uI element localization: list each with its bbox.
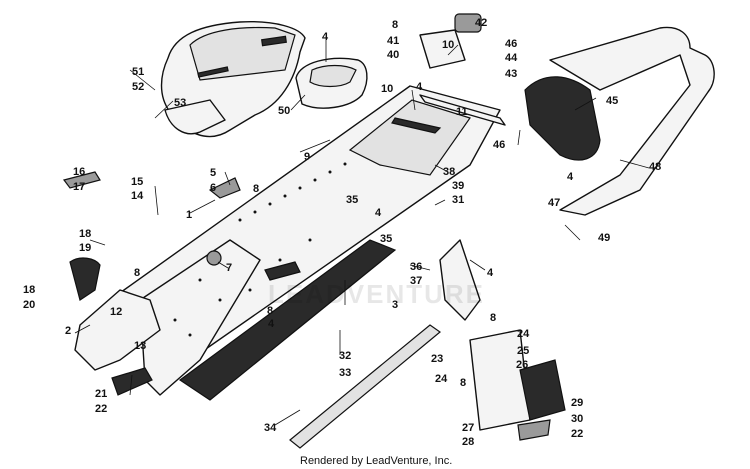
- callout-4: 4: [487, 267, 494, 279]
- callout-3: 3: [392, 299, 398, 311]
- callout-10: 10: [442, 39, 454, 51]
- callout-8: 8: [253, 183, 259, 195]
- callout-18: 18: [23, 284, 35, 296]
- callout-49: 49: [598, 232, 610, 244]
- bracket-42: [454, 13, 482, 33]
- seat-badge: [261, 35, 287, 47]
- callout-4: 4: [322, 31, 329, 43]
- tunnel-top-plate: [348, 99, 471, 176]
- callout-22: 22: [571, 428, 583, 440]
- rear-bumper: [549, 26, 715, 216]
- callout-23: 23: [431, 353, 443, 365]
- right-rail: [419, 94, 506, 126]
- callout-41: 41: [387, 35, 399, 47]
- callout-5: 5: [210, 167, 216, 179]
- rear-flap: [524, 76, 601, 161]
- callout-26: 26: [516, 359, 528, 371]
- callout-31: 31: [452, 194, 464, 206]
- callout-17: 17: [73, 181, 85, 193]
- callout-42: 42: [475, 17, 487, 29]
- callout-35: 35: [346, 194, 358, 206]
- callout-21: 21: [95, 388, 107, 400]
- callout-7: 7: [226, 262, 232, 274]
- callout-18: 18: [79, 228, 91, 240]
- exploded-view-drawing: [62, 13, 715, 449]
- callout-1: 1: [186, 209, 192, 221]
- callout-8: 8: [134, 267, 140, 279]
- front-bracket-2: [74, 289, 161, 371]
- callout-15: 15: [131, 176, 143, 188]
- callout-4: 4: [268, 318, 275, 330]
- callout-30: 30: [571, 413, 583, 425]
- callout-22: 22: [95, 403, 107, 415]
- callout-20: 20: [23, 299, 35, 311]
- seat-side-panel: [164, 99, 226, 135]
- plate-29: [519, 359, 566, 421]
- callout-35: 35: [380, 233, 392, 245]
- callout-43: 43: [505, 68, 517, 80]
- callout-8: 8: [490, 312, 496, 324]
- callout-24: 24: [517, 328, 530, 340]
- callout-13: 13: [134, 340, 146, 352]
- bracket-37: [439, 239, 481, 321]
- callout-12: 12: [110, 306, 122, 318]
- callout-4: 4: [416, 81, 423, 93]
- part-6: [208, 177, 241, 199]
- callout-46: 46: [493, 139, 505, 151]
- plate-30: [517, 419, 551, 441]
- callout-4: 4: [567, 171, 574, 183]
- callout-39: 39: [452, 180, 464, 192]
- callout-52: 52: [132, 81, 144, 93]
- callout-8: 8: [267, 305, 273, 317]
- callout-10: 10: [381, 83, 393, 95]
- part-19: [69, 257, 101, 301]
- part-16: [62, 171, 101, 189]
- callout-45: 45: [606, 95, 618, 107]
- callout-47: 47: [548, 197, 560, 209]
- callout-14: 14: [131, 190, 144, 202]
- callout-44: 44: [505, 52, 518, 64]
- callout-32: 32: [339, 350, 351, 362]
- part-7: [206, 250, 222, 266]
- callout-4: 4: [375, 207, 382, 219]
- callout-16: 16: [73, 166, 85, 178]
- callout-29: 29: [571, 397, 583, 409]
- callout-8: 8: [392, 19, 398, 31]
- callout-40: 40: [387, 49, 399, 61]
- callout-51: 51: [132, 66, 144, 78]
- callout-37: 37: [410, 275, 422, 287]
- callout-8: 8: [460, 377, 466, 389]
- callout-28: 28: [462, 436, 474, 448]
- heat-exchanger: [178, 239, 397, 401]
- callout-38: 38: [443, 166, 455, 178]
- seat-strip: [197, 66, 229, 78]
- callout-46: 46: [505, 38, 517, 50]
- tunnel-slots: [391, 117, 442, 134]
- callout-36: 36: [410, 261, 422, 273]
- bracket-40: [419, 29, 466, 69]
- callout-6: 6: [210, 182, 216, 194]
- callout-19: 19: [79, 242, 91, 254]
- callout-2: 2: [65, 325, 71, 337]
- watermark: LEADVENTURE: [268, 279, 485, 309]
- callout-11: 11: [456, 106, 468, 118]
- callout-25: 25: [517, 345, 529, 357]
- callout-27: 27: [462, 422, 474, 434]
- tube-34: [289, 324, 441, 449]
- callout-9: 9: [304, 151, 310, 163]
- part-21: [111, 367, 153, 396]
- callout-50: 50: [278, 105, 290, 117]
- storage-bag-flap: [309, 64, 357, 88]
- callout-33: 33: [339, 367, 351, 379]
- rivet-holes: [173, 162, 347, 337]
- part-35: [264, 261, 301, 281]
- callout-53: 53: [174, 97, 186, 109]
- callout-34: 34: [264, 422, 277, 434]
- callout-48: 48: [649, 161, 661, 173]
- credit-line: Rendered by LeadVenture, Inc.: [300, 455, 452, 467]
- callout-24: 24: [435, 373, 448, 385]
